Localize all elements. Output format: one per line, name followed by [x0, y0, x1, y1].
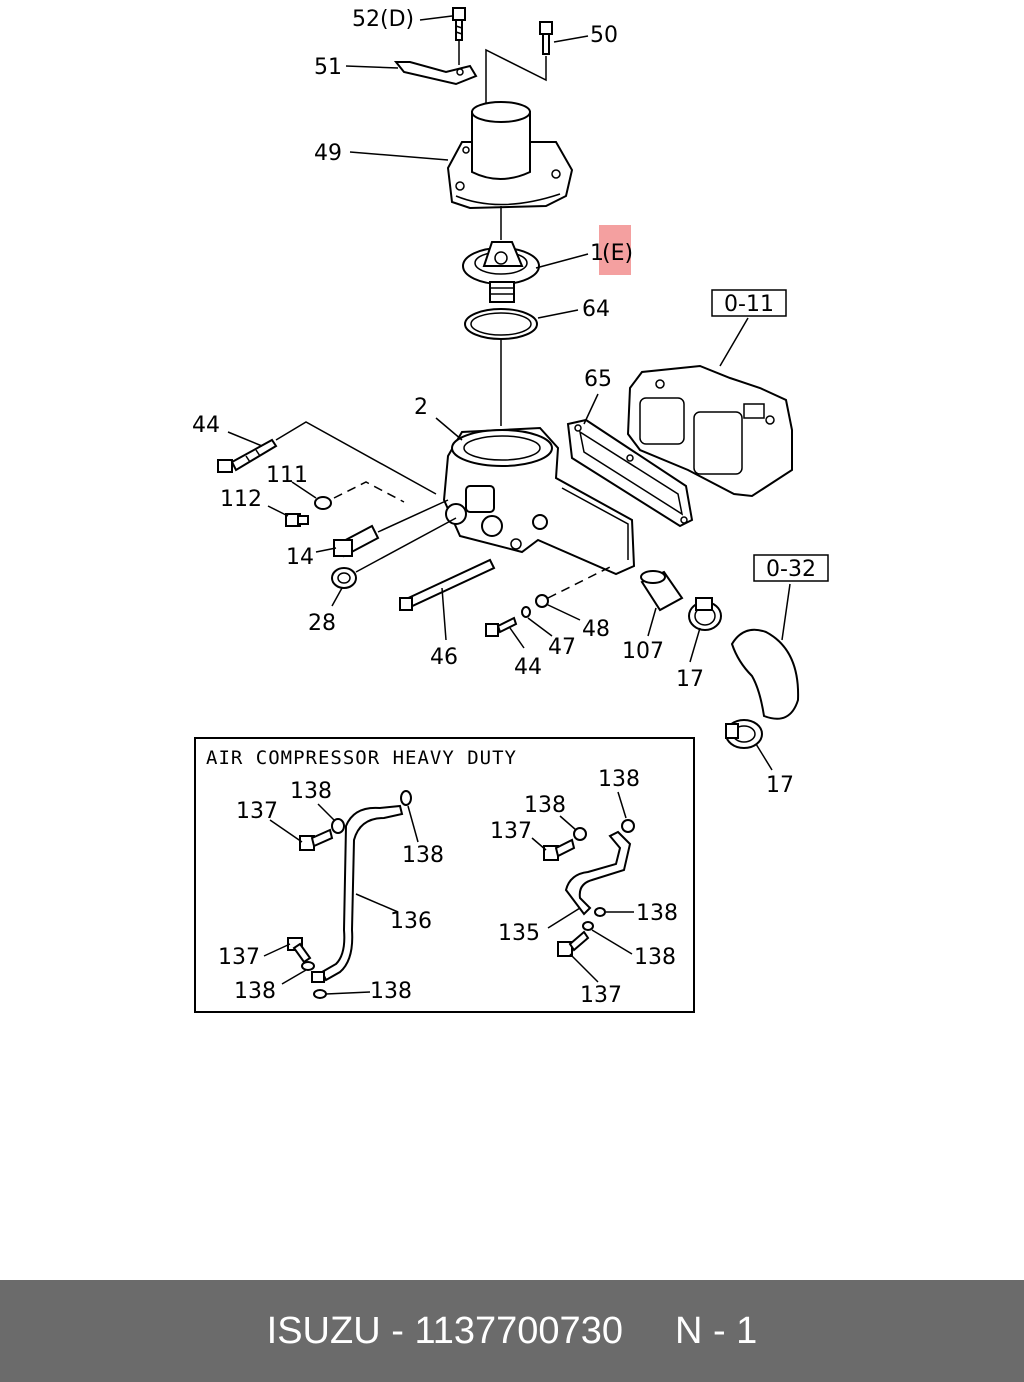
parts-diagram: 52(D) 50 51 49 1 (E) 64 0-11 65 2 44 111…: [192, 7, 829, 1013]
inset-air-compressor: AIR COMPRESSOR HEAVY DUTY: [194, 737, 695, 1013]
label-44-upper: 44: [192, 413, 220, 438]
inset-title: AIR COMPRESSOR HEAVY DUTY: [206, 747, 517, 769]
label-ref-0-32: 0-32: [766, 557, 816, 582]
label-50: 50: [590, 23, 618, 48]
stud-46: [399, 558, 496, 611]
inset-label-r138-b: 138: [524, 793, 566, 818]
label-112: 112: [220, 487, 262, 512]
inset-label-137-b: 137: [218, 945, 260, 970]
label-52: 52(D): [352, 7, 414, 32]
inset-label-138-c: 138: [234, 979, 276, 1004]
bolt-52: [452, 7, 466, 41]
inset-label-r137-b: 137: [580, 983, 622, 1008]
main-housing-2: [442, 426, 636, 576]
bracket-51: [393, 61, 478, 86]
label-107: 107: [622, 639, 664, 664]
thermo-unit-14: [333, 524, 380, 558]
footer-position: N - 1: [674, 1309, 758, 1352]
washer-48: [535, 594, 549, 608]
label-44-lower: 44: [514, 655, 542, 680]
ref-box-0-11: [711, 289, 787, 317]
footer-separator: -: [380, 1309, 415, 1352]
inset-label-137-a: 137: [236, 799, 278, 824]
label-14: 14: [286, 545, 314, 570]
inset-label-r138-d: 138: [634, 945, 676, 970]
inset-label-r138-a: 138: [598, 767, 640, 792]
bolt-44-lower: [485, 616, 518, 637]
label-49: 49: [314, 141, 342, 166]
inset-label-r138-c: 138: [636, 901, 678, 926]
washer-47: [521, 606, 531, 618]
footer-part-number: 1137700730: [414, 1309, 623, 1352]
label-47: 47: [548, 635, 576, 660]
engine-block-reference: [626, 364, 793, 498]
label-ref-0-11: 0-11: [724, 292, 774, 317]
footer-brand: ISUZU: [266, 1309, 381, 1352]
bolt-44-upper: [217, 438, 278, 473]
label-1-suffix: (E): [602, 241, 633, 266]
inset-label-138-d: 138: [370, 979, 412, 1004]
label-17-upper: 17: [676, 667, 704, 692]
plug-112: [285, 513, 309, 527]
label-65: 65: [584, 367, 612, 392]
label-51: 51: [314, 55, 342, 80]
thermostat-housing-49: [446, 101, 574, 210]
clamp-17-lower: [725, 719, 763, 749]
label-46: 46: [430, 645, 458, 670]
inset-label-r135: 135: [498, 921, 540, 946]
label-48: 48: [582, 617, 610, 642]
inset-label-138-a: 138: [290, 779, 332, 804]
thermostat-1: [462, 241, 540, 303]
label-2: 2: [414, 395, 428, 420]
label-1: 1: [590, 241, 604, 266]
highlight-marker: [599, 225, 631, 275]
hose-reference: [730, 628, 800, 720]
label-111: 111: [266, 463, 308, 488]
clamp-17-upper: [688, 597, 722, 631]
inset-label-136: 136: [390, 909, 432, 934]
label-64: 64: [582, 297, 610, 322]
plug-28: [331, 567, 357, 589]
washer-111: [314, 496, 332, 510]
label-17-lower: 17: [766, 773, 794, 798]
o-ring-64: [464, 308, 538, 340]
inset-label-138-b: 138: [402, 843, 444, 868]
bolt-50: [539, 21, 553, 55]
label-28: 28: [308, 611, 336, 636]
ref-box-0-32: [753, 554, 829, 582]
cap-107: [640, 570, 684, 612]
inset-label-r137-a: 137: [490, 819, 532, 844]
footer-bar: ISUZU - 1137700730 N - 1: [0, 1280, 1024, 1382]
